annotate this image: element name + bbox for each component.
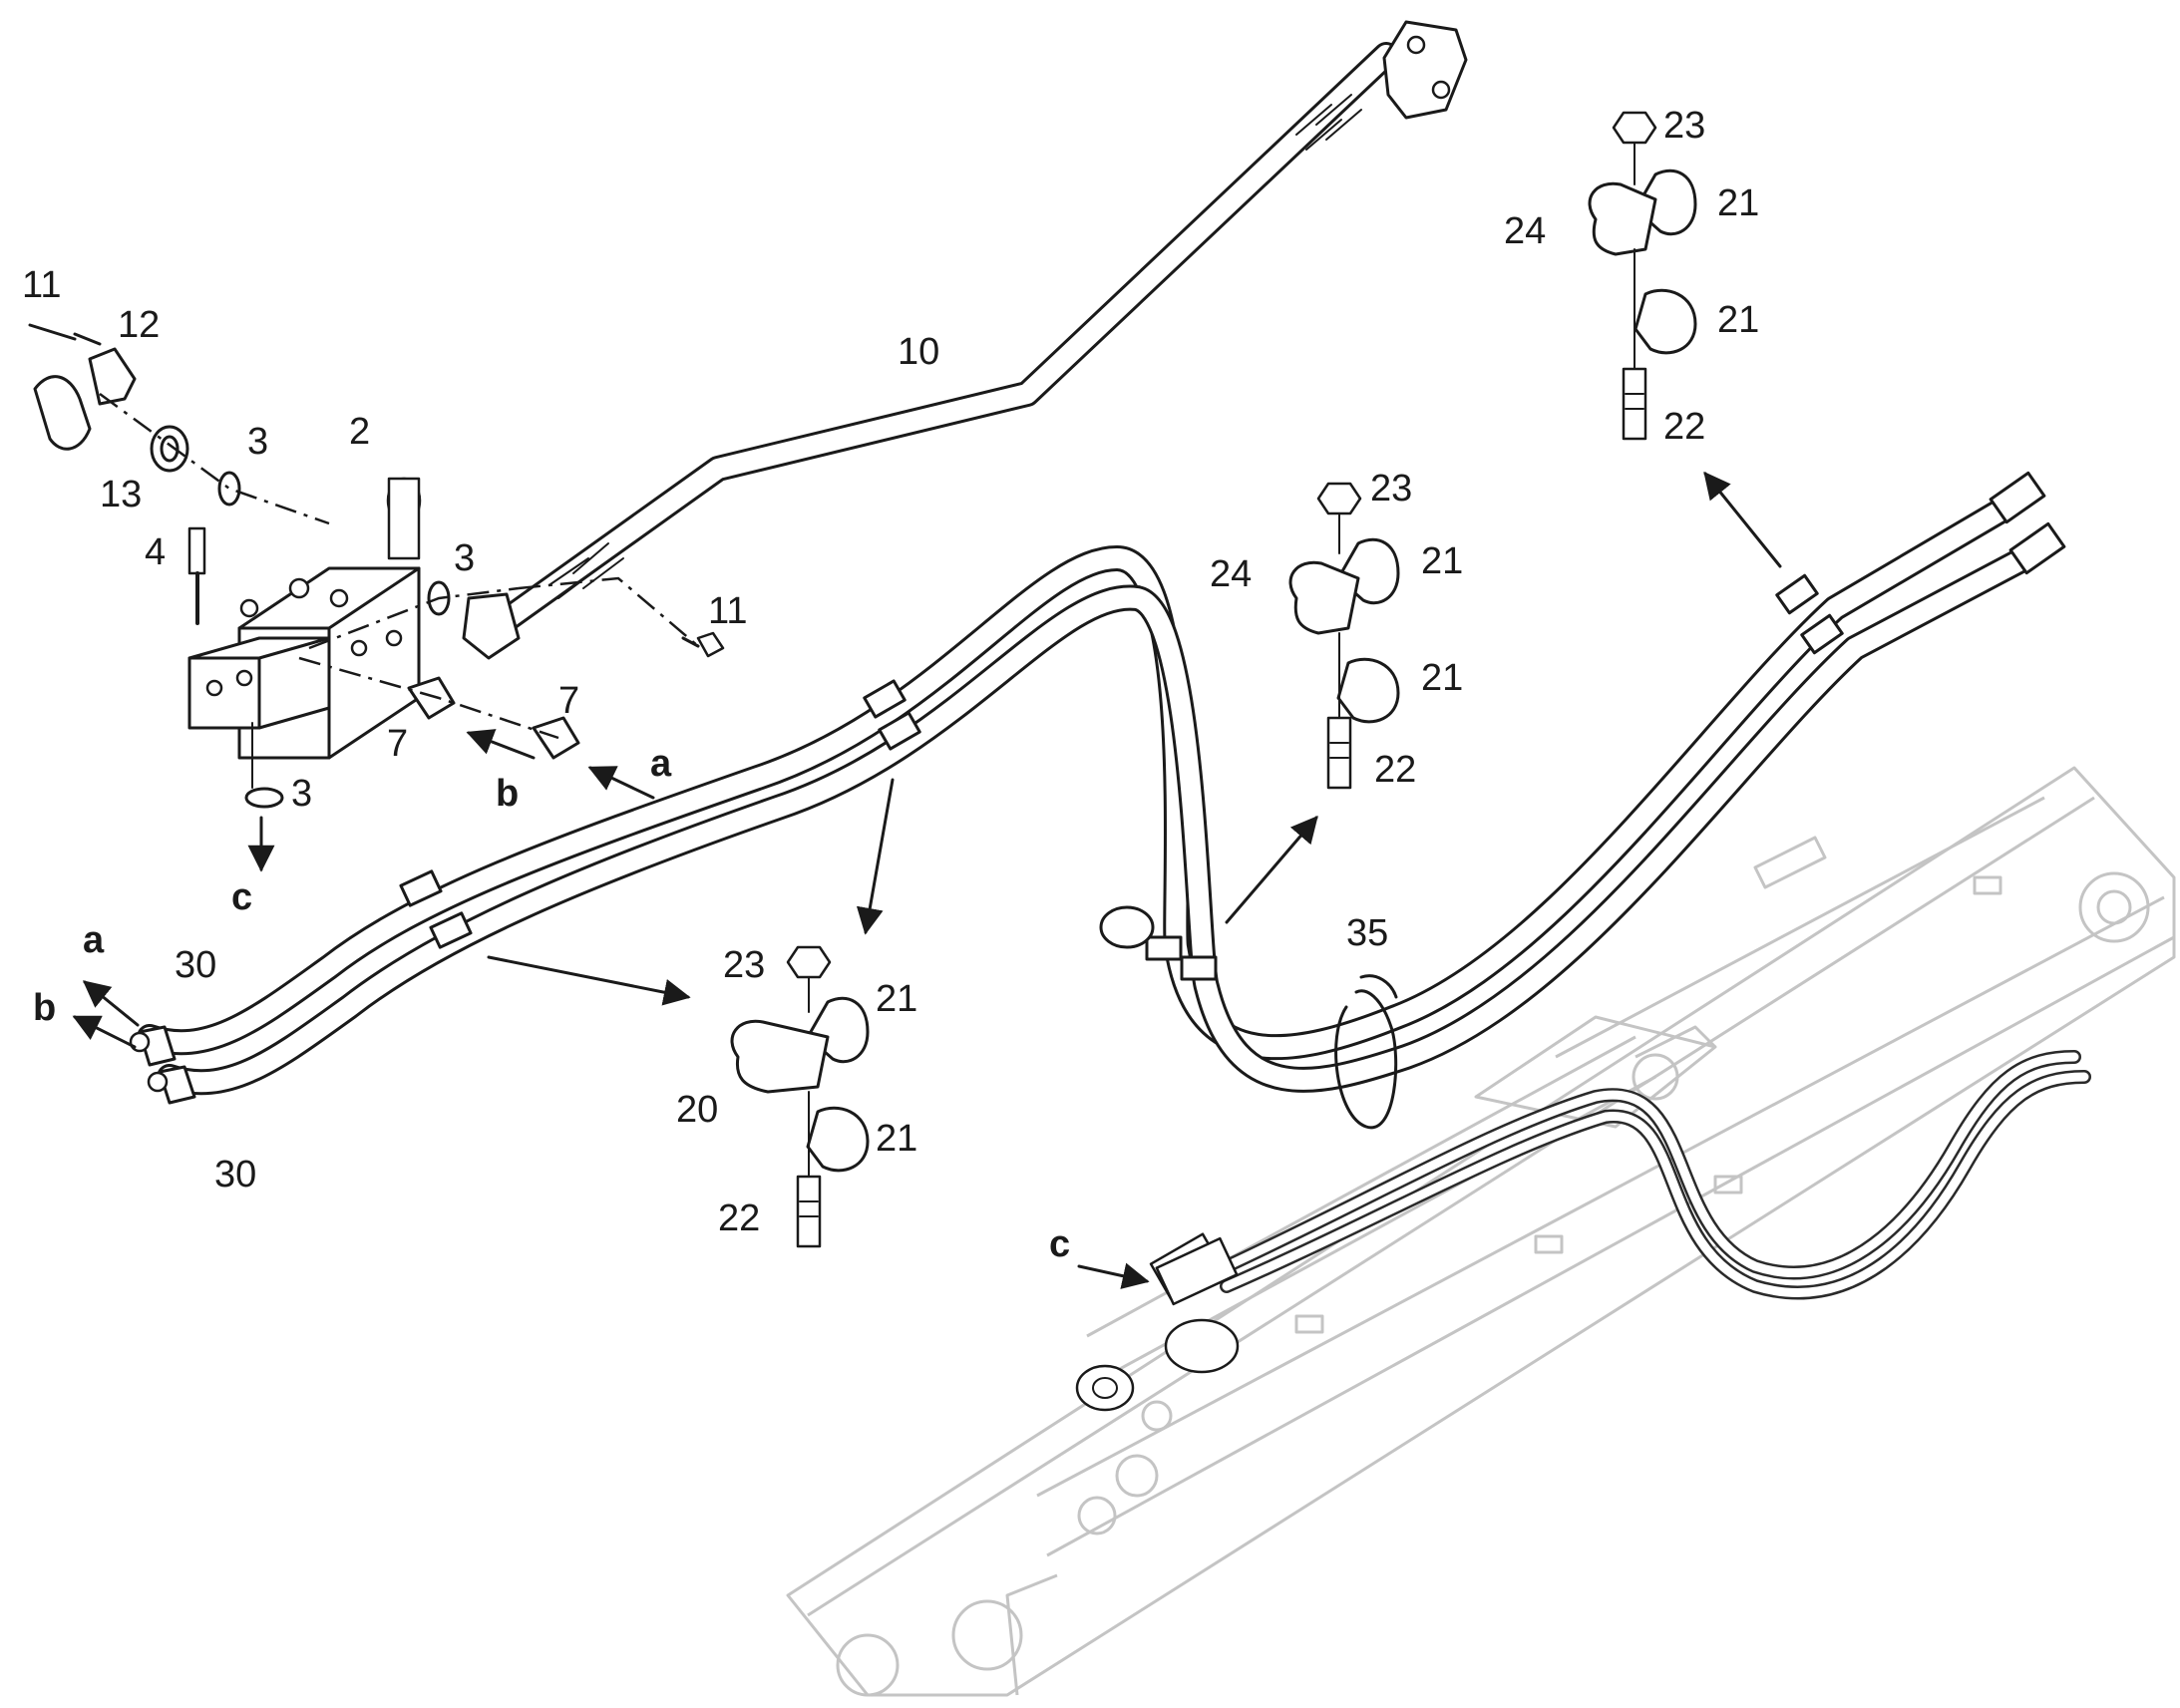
hose-pair-30	[129, 471, 2066, 1105]
label-11: 11	[708, 590, 747, 632]
boom-hoses	[1155, 1050, 2091, 1306]
label-22: 22	[1663, 406, 1705, 448]
clamp-assembly-top-right	[1588, 111, 1697, 441]
label-conn-a: a	[83, 919, 105, 961]
label-22: 22	[1374, 749, 1416, 791]
label-conn-c: c	[231, 876, 252, 918]
label-23: 23	[1370, 468, 1412, 510]
label-21: 21	[1421, 657, 1463, 699]
label-conn-a: a	[650, 743, 672, 785]
hose-guide-35	[1334, 974, 1398, 1130]
label-3: 3	[247, 421, 268, 463]
clamp-assembly-middle	[1288, 482, 1400, 790]
label-10: 10	[898, 331, 939, 373]
label-21: 21	[876, 978, 917, 1020]
hose-10	[462, 20, 1468, 660]
label-conn-c: c	[1049, 1223, 1070, 1265]
label-20: 20	[676, 1089, 718, 1131]
label-2: 2	[349, 411, 370, 453]
label-21: 21	[1717, 182, 1759, 224]
label-3: 3	[454, 537, 475, 579]
label-30: 30	[175, 944, 216, 986]
label-12: 12	[118, 304, 160, 346]
valve-block-2	[187, 477, 422, 760]
label-conn-b: b	[496, 773, 519, 815]
callout-arrows	[72, 471, 1782, 1289]
clamp-assembly-lower	[730, 945, 870, 1248]
boom-arm-outline	[786, 766, 2176, 1697]
part-labels: 11 12 13 3 2 4 3 10 11 7 7 3 30 30 23 21…	[22, 105, 1759, 1239]
label-22: 22	[718, 1197, 760, 1239]
label-21: 21	[1421, 540, 1463, 582]
label-23: 23	[723, 944, 765, 986]
label-35: 35	[1346, 912, 1388, 954]
connection-labels: a b c a b c	[33, 743, 1070, 1265]
label-7: 7	[558, 680, 579, 722]
label-24: 24	[1504, 210, 1546, 252]
label-23: 23	[1663, 105, 1705, 147]
label-13: 13	[100, 474, 142, 515]
label-11: 11	[22, 264, 61, 306]
label-24: 24	[1210, 553, 1252, 595]
label-30: 30	[214, 1154, 256, 1196]
label-7: 7	[387, 723, 408, 765]
label-4: 4	[145, 531, 166, 573]
label-21: 21	[876, 1118, 917, 1160]
label-21: 21	[1717, 299, 1759, 341]
label-conn-b: b	[33, 987, 56, 1029]
label-3: 3	[291, 773, 312, 815]
fittings-small	[28, 323, 725, 809]
